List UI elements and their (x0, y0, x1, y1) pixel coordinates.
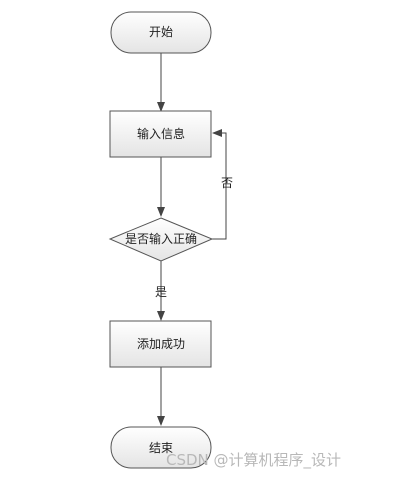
add-success-node: 添加成功 (109, 320, 212, 368)
decision-node-label: 是否输入正确 (125, 231, 197, 246)
yes-edge-label: 是 (155, 285, 167, 299)
end-node: 结束 (110, 426, 212, 469)
input-info-node: 输入信息 (109, 110, 212, 158)
csdn-watermark: CSDN @计算机程序_设计 (166, 451, 342, 469)
edge-decision-no-loop (212, 129, 227, 240)
start-node-label: 开始 (149, 25, 173, 39)
add-success-node-label: 添加成功 (137, 337, 185, 351)
decision-node: 是否输入正确 (108, 217, 214, 262)
input-info-node-label: 输入信息 (137, 126, 185, 141)
no-edge-label: 否 (221, 176, 233, 190)
end-node-label: 结束 (149, 441, 173, 455)
start-node: 开始 (110, 11, 212, 54)
